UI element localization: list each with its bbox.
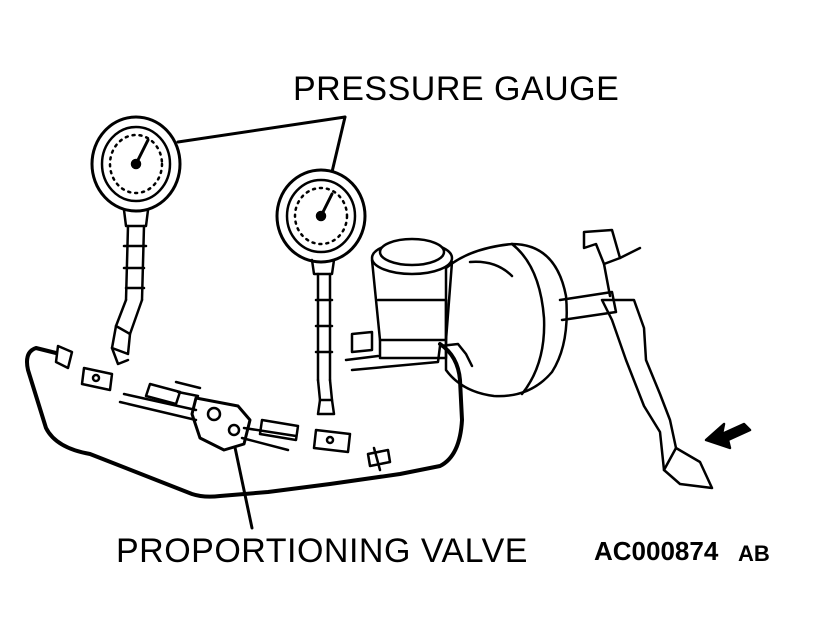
master-cylinder bbox=[344, 237, 474, 372]
pressure-gauge-label: PRESSURE GAUGE bbox=[293, 70, 620, 108]
brake-pedal bbox=[558, 228, 714, 490]
brake-booster bbox=[444, 242, 568, 398]
proportioning-valve-label: PROPORTIONING VALVE bbox=[116, 532, 528, 570]
line-fittings bbox=[80, 366, 392, 468]
pressure-gauge-left bbox=[90, 115, 182, 366]
gauge-leader-lines bbox=[176, 115, 347, 530]
brake-line bbox=[25, 342, 464, 499]
pressure-gauge-right bbox=[275, 168, 367, 416]
proportioning-valve bbox=[118, 380, 300, 452]
figure-code-suffix: AB bbox=[738, 541, 770, 566]
figure-code: AC000874 bbox=[594, 536, 719, 566]
pedal-direction-arrow-icon bbox=[704, 422, 752, 450]
